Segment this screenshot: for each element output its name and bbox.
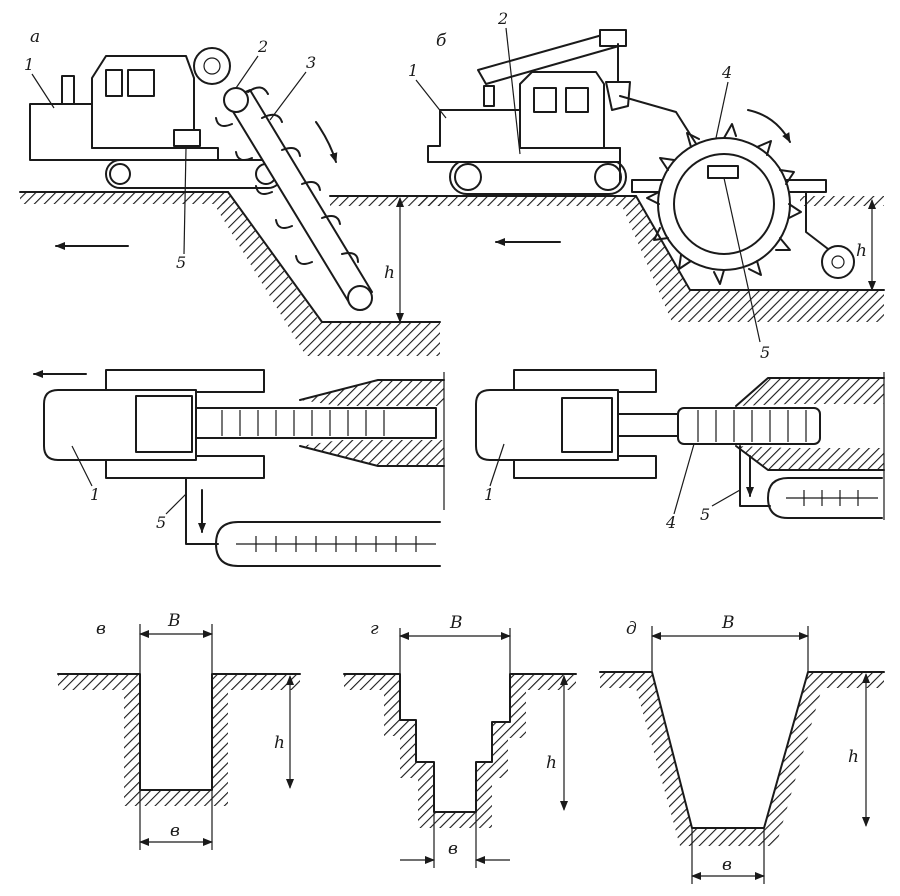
top-width-label-e: B — [721, 613, 735, 633]
panel-label-e: д — [626, 619, 637, 639]
callout-1-plan-left: 1 — [90, 485, 100, 504]
panel-label-a: а — [30, 27, 40, 47]
callout-1-a: 1 — [24, 55, 34, 74]
panel-c-rectangular-trench: в B в h — [57, 611, 301, 850]
depth-label-b: h — [856, 241, 867, 261]
top-width-label-d: B — [449, 613, 463, 633]
bottom-width-label-e: в — [722, 855, 732, 875]
callout-2-a: 2 — [257, 37, 268, 56]
panel-label-d: г — [370, 619, 379, 639]
bottom-width-label-d: в — [448, 839, 458, 859]
panel-label-c: в — [96, 619, 106, 639]
panel-e-trapezoidal-trench: д B в h — [599, 613, 885, 884]
panel-a-chain-trencher-side: h а 1 2 3 5 — [19, 27, 441, 356]
depth-label-a: h — [384, 263, 395, 283]
callout-1-plan-right: 1 — [484, 485, 494, 504]
callout-1-b: 1 — [408, 61, 418, 80]
bottom-width-label-c: в — [170, 821, 180, 841]
depth-label-d: h — [546, 753, 557, 773]
depth-label-e: h — [848, 747, 859, 767]
callout-5-a: 5 — [176, 253, 186, 272]
panel-b-wheel-trencher-side: h б 1 2 4 5 — [408, 9, 885, 362]
top-width-label-c: B — [167, 611, 181, 631]
plan-view-chain-trencher: 1 5 — [33, 369, 445, 567]
callout-2-b: 2 — [497, 9, 508, 28]
callout-5-plan-left: 5 — [156, 513, 166, 532]
callout-4-plan-right: 4 — [665, 513, 676, 532]
callout-3-a: 3 — [306, 53, 316, 72]
callout-4-b: 4 — [721, 63, 732, 82]
plan-view-wheel-trencher: 1 4 5 — [475, 369, 885, 532]
callout-5-plan-right: 5 — [700, 505, 710, 524]
depth-label-c: h — [274, 733, 285, 753]
panel-label-b: б — [436, 31, 447, 51]
panel-d-stepped-trench: г B в h — [343, 613, 577, 868]
callout-5-b: 5 — [760, 343, 770, 362]
